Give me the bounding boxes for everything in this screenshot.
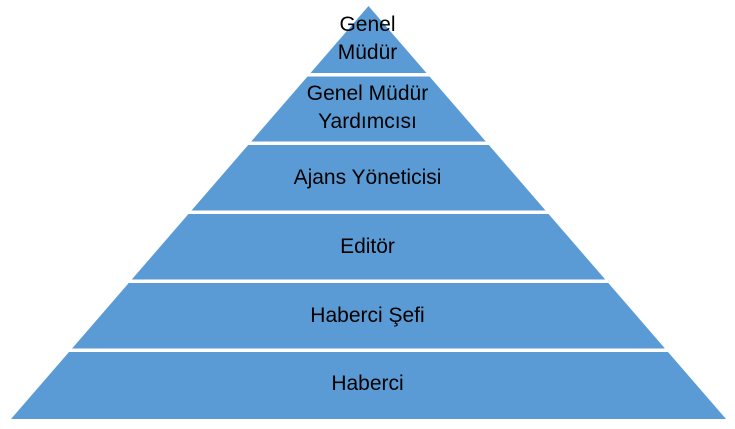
divider-line (0, 73, 735, 77)
divider-line (0, 348, 735, 352)
pyramid-level-4: Editör (0, 233, 735, 261)
pyramid-level-4-label: Editör (340, 235, 395, 258)
pyramid-level-5: Haberci Şefi (0, 302, 735, 330)
pyramid-level-6: Haberci (0, 370, 735, 398)
divider-line (0, 210, 735, 214)
pyramid-level-2-label: Genel Müdür Yardımcısı (306, 82, 429, 133)
pyramid-level-2: Genel Müdür Yardımcısı (0, 80, 735, 136)
divider-line (0, 279, 735, 283)
pyramid-level-3: Ajans Yöneticisi (0, 164, 735, 192)
pyramid-level-6-label: Haberci (331, 372, 404, 395)
pyramid-level-5-label: Haberci Şefi (310, 304, 425, 327)
pyramid-level-3-label: Ajans Yöneticisi (293, 166, 442, 189)
divider-line (0, 141, 735, 145)
pyramid-level-1-label: Genel Müdür (337, 13, 398, 64)
pyramid-level-1: Genel Müdür (0, 11, 735, 67)
